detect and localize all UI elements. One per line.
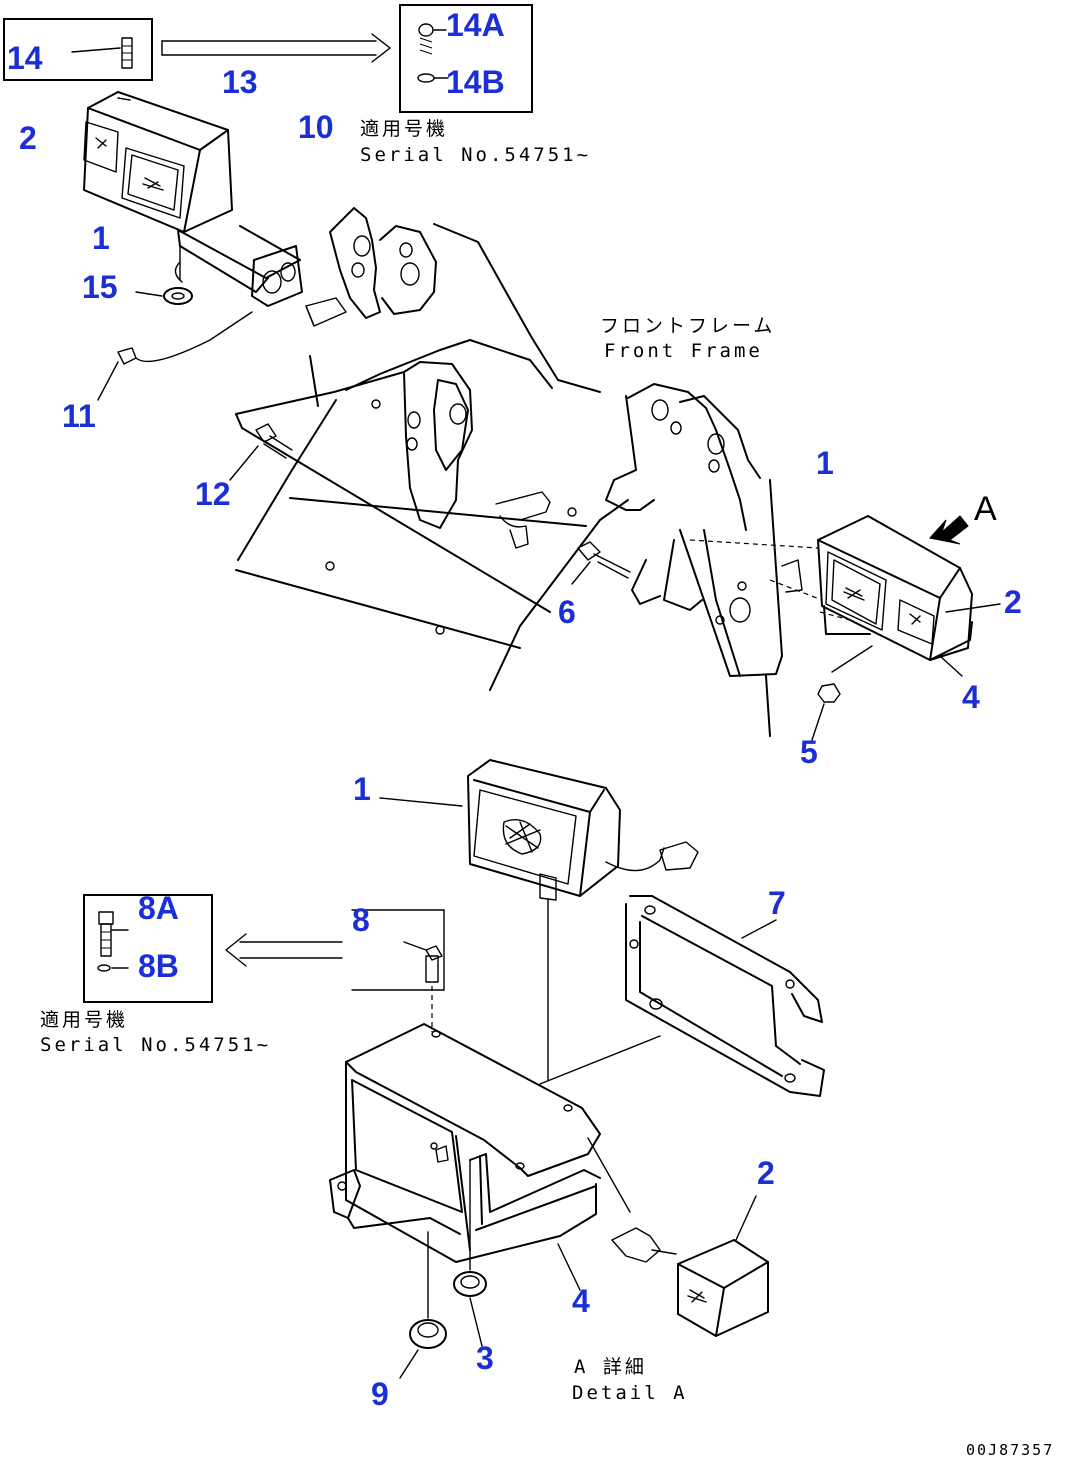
callout-14: 14 <box>7 40 43 76</box>
callout-1-bottom: 1 <box>353 771 371 807</box>
callout-8a: 8A <box>138 890 179 926</box>
serial-top-jp: 適用号機 <box>360 118 449 140</box>
drawing-code: 00J87357 <box>966 1441 1055 1459</box>
front-frame-jp: フロントフレーム <box>600 315 776 337</box>
detail-a-assembly <box>83 759 825 1379</box>
callout-15: 15 <box>82 269 118 305</box>
callout-7: 7 <box>768 885 786 921</box>
callout-14a: 14A <box>446 7 505 43</box>
top-left-lamp-assembly <box>83 91 303 401</box>
callout-8b: 8B <box>138 948 179 984</box>
callout-11: 11 <box>62 398 96 434</box>
callout-2-right: 2 <box>1004 584 1022 620</box>
callout-1-right: 1 <box>816 445 834 481</box>
serial-bottom-jp: 適用号機 <box>40 1009 129 1031</box>
detail-a-en: Detail A <box>572 1382 688 1404</box>
detail-a-jp: A 詳細 <box>574 1356 647 1378</box>
bolt-14-inset <box>3 18 153 81</box>
double-arrow-right <box>161 33 391 63</box>
serial-bottom-en: Serial No.54751~ <box>40 1034 272 1056</box>
right-lamp-assembly <box>811 515 1001 741</box>
callout-6: 6 <box>558 594 576 630</box>
callout-8: 8 <box>352 902 370 938</box>
view-arrow-label: A <box>974 490 997 528</box>
callout-12: 12 <box>195 476 231 512</box>
front-frame <box>229 207 851 737</box>
callout-5: 5 <box>800 734 818 770</box>
bolt-14ab-inset <box>399 4 533 113</box>
callout-10: 10 <box>298 109 334 145</box>
front-frame-en: Front Frame <box>604 340 763 362</box>
serial-top-en: Serial No.54751~ <box>360 144 592 166</box>
callout-2-top: 2 <box>19 120 37 156</box>
callout-4-right: 4 <box>962 679 980 715</box>
callout-1-top: 1 <box>92 220 110 256</box>
callout-2-bottom: 2 <box>757 1155 775 1191</box>
callout-3: 3 <box>476 1340 494 1376</box>
callout-4-bottom: 4 <box>572 1283 590 1319</box>
callout-9: 9 <box>371 1376 389 1412</box>
callout-14b: 14B <box>446 64 505 100</box>
callout-13: 13 <box>222 64 258 100</box>
